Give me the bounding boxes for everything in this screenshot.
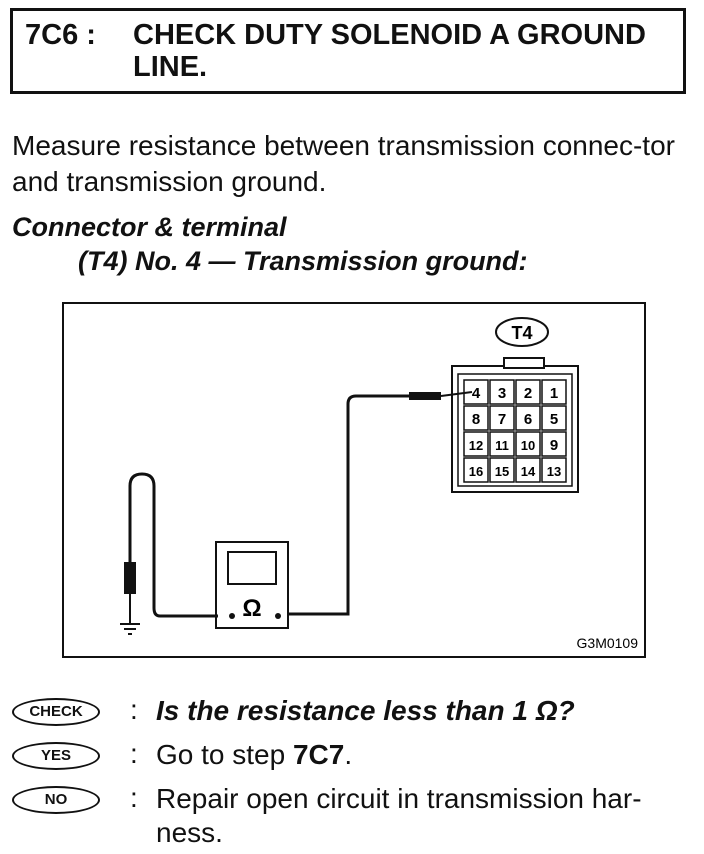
terminal-cell <box>515 405 541 431</box>
no-badge: NO <box>12 786 100 814</box>
connector-heading: Connector & terminal <box>12 212 287 242</box>
yes-answer-step: 7C7 <box>292 739 345 770</box>
terminal-cell <box>489 431 515 457</box>
connector-label: T4 <box>511 323 532 343</box>
yes-answer: Go to step 7C7. <box>156 738 704 772</box>
terminal-cell <box>541 405 567 431</box>
terminal-cell <box>515 379 541 405</box>
colon: : <box>130 738 138 769</box>
probe-tip-connector <box>409 392 441 400</box>
terminal-number: 16 <box>469 464 483 479</box>
meter-terminal-left <box>229 613 235 619</box>
check-badge: CHECK <box>12 698 100 726</box>
connector-inner <box>457 373 573 487</box>
connector-label-bubble <box>495 317 549 347</box>
terminal-cell <box>541 457 567 483</box>
terminal-number: 1 <box>550 385 558 402</box>
yes-answer-prefix: Go to step <box>156 739 293 770</box>
terminal-cell <box>515 431 541 457</box>
check-question: Is the resistance less than 1 Ω? <box>156 695 575 726</box>
terminal-cell <box>463 457 489 483</box>
terminal-number: 10 <box>521 438 535 453</box>
meter-terminal-right <box>275 613 281 619</box>
terminal-cell <box>463 431 489 457</box>
yes-row: YES : Go to step 7C7. <box>12 738 702 778</box>
terminal-cell <box>541 379 567 405</box>
probe-needle <box>440 391 473 397</box>
terminal-number: 13 <box>547 464 561 479</box>
instruction-text: Measure resistance between transmission … <box>12 130 675 197</box>
terminal-number: 14 <box>521 464 536 479</box>
step-title: CHECK DUTY SOLENOID A GROUND LINE. <box>133 19 646 83</box>
terminal-number: 15 <box>495 464 509 479</box>
terminal-number: 7 <box>498 411 506 428</box>
yes-answer-suffix: . <box>344 739 353 770</box>
terminal-number: 4 <box>472 385 481 402</box>
terminal-cell <box>463 405 489 431</box>
meter-symbol: Ω <box>242 595 261 622</box>
connector-spec: (T4) No. 4 — Transmission ground: <box>78 246 528 276</box>
terminal-cell <box>489 405 515 431</box>
terminal-number: 8 <box>472 411 480 428</box>
connector-latch <box>503 357 545 369</box>
step-header: 7C6 : CHECK DUTY SOLENOID A GROUND LINE. <box>10 8 686 94</box>
terminal-number: 11 <box>495 438 509 453</box>
multimeter-display <box>227 551 277 585</box>
terminal-number: 6 <box>524 411 532 428</box>
terminal-cell <box>541 431 567 457</box>
terminal-cell <box>489 379 515 405</box>
probe-wire-ground <box>128 472 218 618</box>
no-answer: Repair open circuit in transmission har-… <box>156 783 642 848</box>
terminal-cell <box>515 457 541 483</box>
terminal-number: 12 <box>469 438 483 453</box>
probe-tip-ground <box>124 562 136 594</box>
check-row: CHECK : Is the resistance less than 1 Ω? <box>12 694 702 734</box>
step-id: 7C6 : <box>25 19 96 51</box>
probe-wire-connector <box>286 394 409 616</box>
colon: : <box>130 782 138 813</box>
terminal-number: 3 <box>498 385 506 402</box>
terminal-number: 5 <box>550 411 558 428</box>
no-row: NO : Repair open circuit in transmission… <box>12 782 702 852</box>
yes-badge: YES <box>12 742 100 770</box>
colon: : <box>130 694 138 725</box>
terminal-number: 2 <box>524 385 532 402</box>
terminal-cell <box>489 457 515 483</box>
figure-code: G3M0109 <box>577 635 639 651</box>
terminal-number: 9 <box>550 437 558 454</box>
